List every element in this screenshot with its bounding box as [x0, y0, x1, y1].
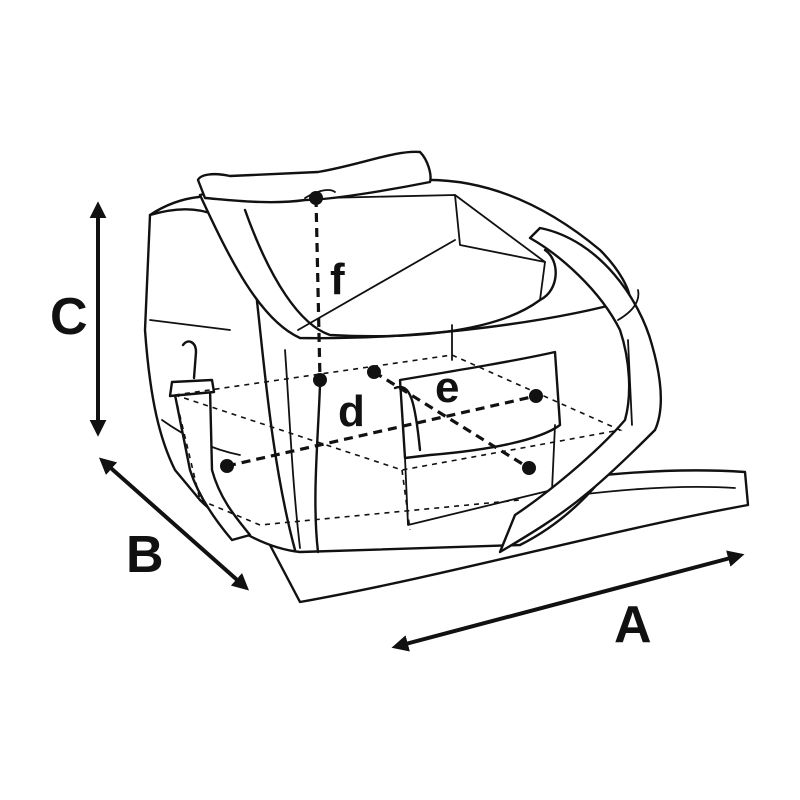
measurement-f	[309, 191, 327, 387]
label-b: B	[126, 526, 164, 584]
dimension-arrow-b	[98, 457, 250, 591]
line-d	[226, 394, 537, 468]
dot-f-top	[309, 191, 323, 205]
label-d: d	[338, 387, 365, 436]
dot-f-bottom	[313, 373, 327, 387]
dot-e-bottom	[522, 461, 536, 475]
dot-e-top	[367, 365, 381, 379]
dot-d-left	[220, 459, 234, 473]
dimension-arrow-a	[391, 550, 745, 652]
label-a: A	[614, 596, 652, 654]
label-e: e	[435, 363, 459, 412]
label-c: C	[50, 288, 88, 346]
line-e	[373, 370, 530, 470]
bag-body	[143, 150, 662, 554]
measurement-e	[367, 365, 536, 475]
label-f: f	[330, 255, 345, 304]
line-f	[314, 197, 322, 381]
dot-d-right	[529, 389, 543, 403]
